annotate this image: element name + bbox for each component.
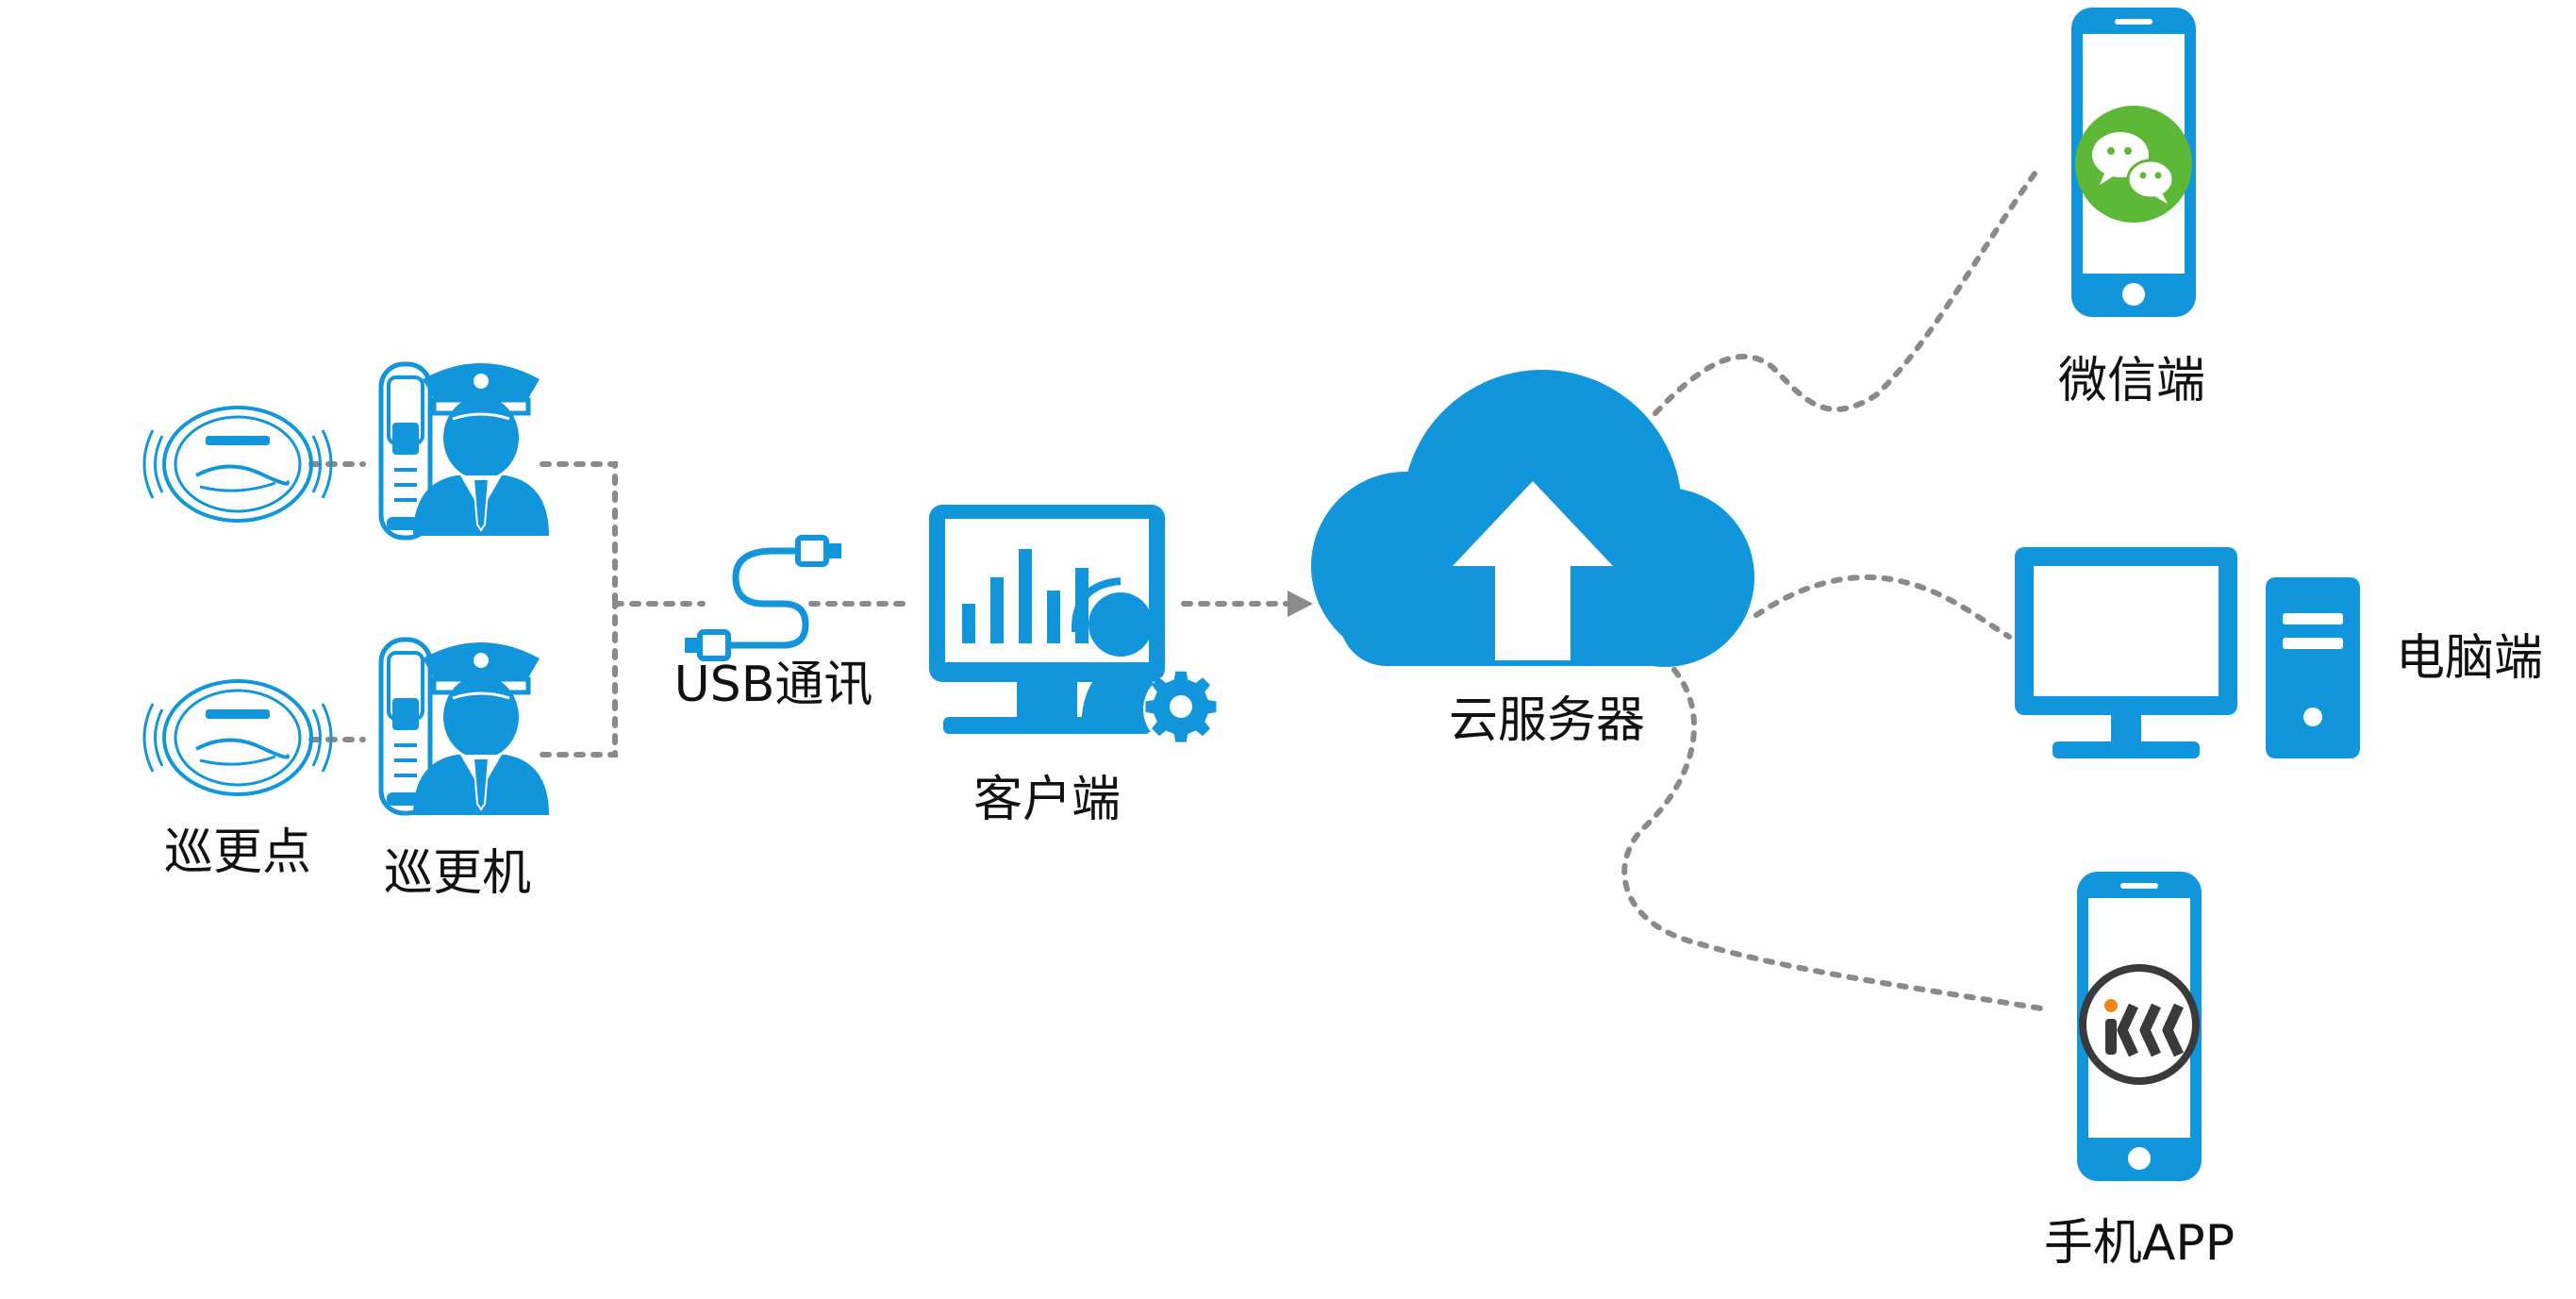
usb-cable-icon (685, 535, 841, 661)
connectors (308, 167, 2050, 1012)
desktop-computer-icon (2015, 547, 2360, 758)
checkpoint-label: 巡更点 (163, 824, 312, 881)
connector-cloud-app (1621, 667, 2050, 1012)
patrol-device-label: 巡更机 (383, 845, 532, 902)
cloud-upload-icon (1311, 370, 1754, 667)
connector-device2-hub (540, 601, 618, 758)
wechat-label: 微信端 (2057, 353, 2206, 409)
connector-cloud-pc (1753, 574, 2012, 640)
mobile-app-label: 手机APP (2043, 1215, 2235, 1272)
client-label: 客户端 (972, 772, 1122, 828)
connector-device1-hub (540, 461, 618, 607)
security-guard-icon (413, 642, 549, 815)
monitor-chart-gear-icon (929, 505, 1219, 747)
cloud-server-label: 云服务器 (1448, 692, 1646, 749)
pc-label: 电脑端 (2395, 630, 2544, 687)
wechat-phone-icon (2071, 8, 2196, 317)
checkpoint-tag-1 (142, 406, 333, 523)
usb-label: USB通讯 (673, 657, 873, 713)
app-phone-icon (2077, 872, 2202, 1181)
connector-cloud-wechat (1653, 167, 2040, 416)
connector-arrowhead (1288, 591, 1313, 617)
security-guard-icon (413, 363, 549, 536)
checkpoint-tag-2 (142, 679, 333, 796)
